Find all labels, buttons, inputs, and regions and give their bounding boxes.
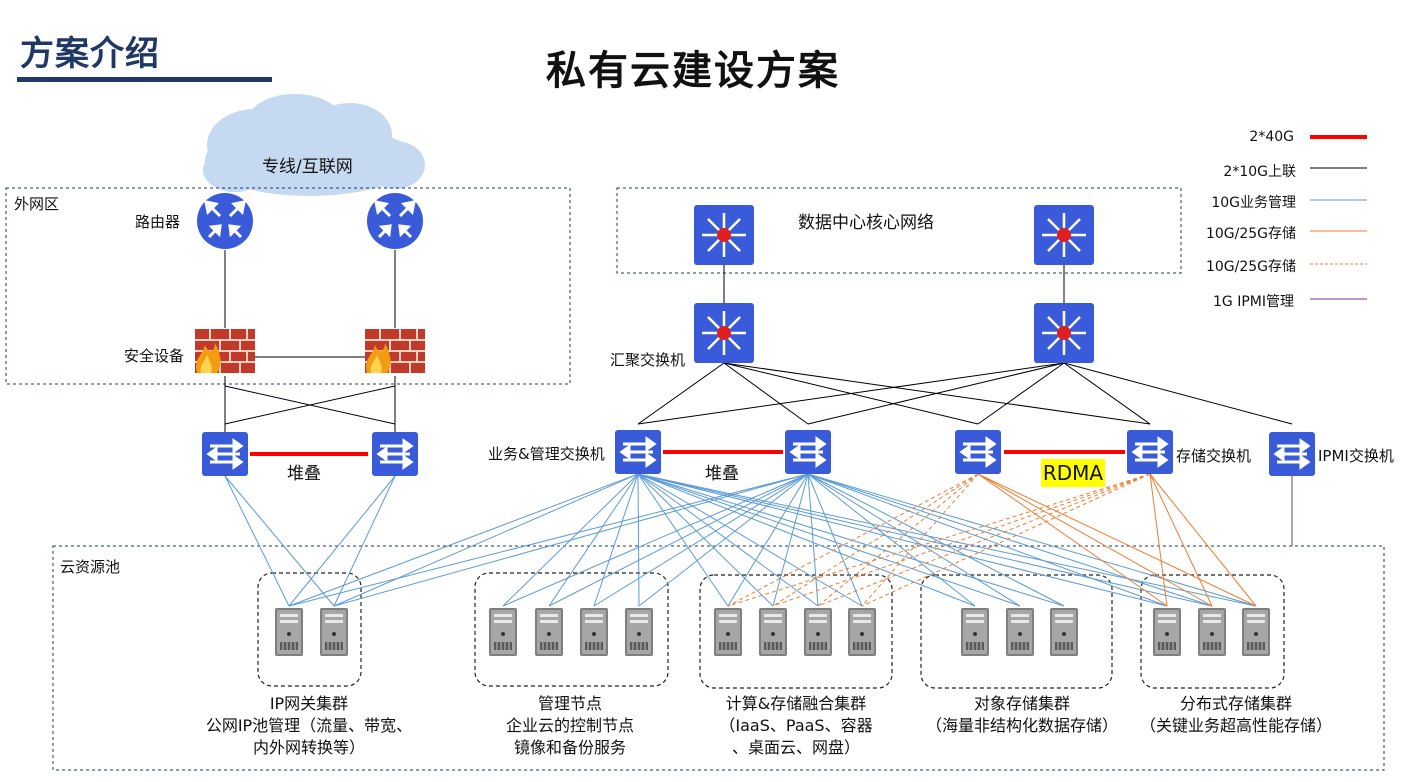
cluster-label-ip-gateway: IP网关集群 公网IP池管理（流量、带宽、 内外网转换等） [191,693,427,759]
internet-cloud-icon [203,94,425,196]
rdma-label: RDMA [1041,459,1105,487]
storage-links [727,473,1257,607]
cluster-label-line: 、桌面云、网盘） [731,738,860,757]
cluster-label-line: 内外网转换等） [252,738,365,757]
legend-label: 1G IPMI管理 [1213,294,1294,310]
server-icon [1152,607,1182,657]
cluster-label-line: 分布式存储集群 [1179,694,1292,713]
external-zone-box [5,187,571,385]
firewall-icon [194,328,256,374]
cluster-label-object-storage: 对象存储集群 （海量非结构化数据存储） [916,693,1128,737]
resource-pool-box [52,545,1385,771]
servers [274,607,1271,657]
cluster-box-ip-gateway [257,572,362,687]
aggregation-switch-icon [1032,301,1096,365]
server-icon [534,607,564,657]
server-icon [624,607,654,657]
router-label: 路由器 [135,213,181,231]
cluster-label-line: （IaaS、PaaS、容器 [719,716,873,735]
management-links [224,473,1257,607]
security-device-label: 安全设备 [124,347,185,365]
page-title: 私有云建设方案 [546,48,840,94]
server-icon [319,607,349,657]
stack-links [250,450,1125,456]
server-icon [274,607,304,657]
uplink-lines-external [224,250,396,432]
datacenter-core-box [616,187,1182,274]
core-switch-icon [1032,203,1096,267]
legend-label: 10G/25G存储 [1205,226,1296,242]
server-icon [1005,607,1035,657]
aggregation-switch-icon [692,301,756,365]
datacenter-core-label: 数据中心核心网络 [798,213,934,233]
access-switch-icon [200,430,250,478]
server-icon [1197,607,1227,657]
business-mgmt-switch-label: 业务&管理交换机 [488,445,605,463]
cluster-label-management: 管理节点 企业云的控制节点 镜像和备份服务 [472,693,668,759]
server-icon [1241,607,1271,657]
ipmi-switch-label: IPMI交换机 [1318,447,1394,465]
router-icon [195,191,255,251]
cluster-box-compute-storage [699,574,893,689]
uplink-lines-core [637,265,1293,425]
router-icon [365,191,425,251]
external-zone-label: 外网区 [14,195,60,213]
cluster-label-distributed-storage: 分布式存储集群 （关键业务超高性能存储） [1128,693,1344,737]
cluster-label-line: 镜像和备份服务 [513,738,626,757]
storage-switch-label: 存储交换机 [1176,447,1252,465]
resource-pool-label: 云资源池 [60,558,121,576]
stack-label: 堆叠 [287,464,321,484]
server-icon [488,607,518,657]
access-switch-icon [370,430,420,478]
cluster-label-compute-storage: 计算&存储融合集群 （IaaS、PaaS、容器 、桌面云、网盘） [696,693,896,759]
firewall-icon [364,328,426,374]
core-switch-icon [692,203,756,267]
stack-label: 堆叠 [705,464,739,484]
legend-label: 10G业务管理 [1211,195,1296,211]
storage-switch-icon [953,428,1003,476]
server-icon [713,607,743,657]
legend-label: 2*40G [1249,129,1294,145]
cluster-label-line: （关键业务超高性能存储） [1139,716,1332,735]
cluster-label-line: 公网IP池管理（流量、带宽、 [205,716,413,735]
business-switch-icon [783,428,833,476]
server-icon [579,607,609,657]
server-icon [758,607,788,657]
section-title-underline [17,77,272,82]
legend-swatches [1310,135,1367,300]
section-title: 方案介绍 [20,34,160,74]
cluster-label-line: 管理节点 [537,694,602,713]
server-icon [960,607,990,657]
aggregation-switch-label: 汇聚交换机 [610,351,686,369]
internet-cloud-label: 专线/互联网 [262,157,353,177]
server-icon [847,607,877,657]
cluster-box-object-storage [920,574,1113,689]
cluster-box-distributed-storage [1140,574,1285,689]
storage-switch-icon [1125,428,1175,476]
cluster-label-line: 对象存储集群 [973,694,1070,713]
legend-label: 2*10G上联 [1223,164,1296,180]
cluster-label-line: （海量非结构化数据存储） [925,716,1118,735]
cluster-label-line: 企业云的控制节点 [505,716,634,735]
legend-label: 10G/25G存储 [1205,259,1296,275]
server-icon [1049,607,1079,657]
cluster-label-line: IP网关集群 [269,694,349,713]
cluster-label-line: 计算&存储融合集群 [725,694,867,713]
server-icon [803,607,833,657]
ipmi-switch-icon [1267,430,1317,478]
business-switch-icon [613,428,663,476]
